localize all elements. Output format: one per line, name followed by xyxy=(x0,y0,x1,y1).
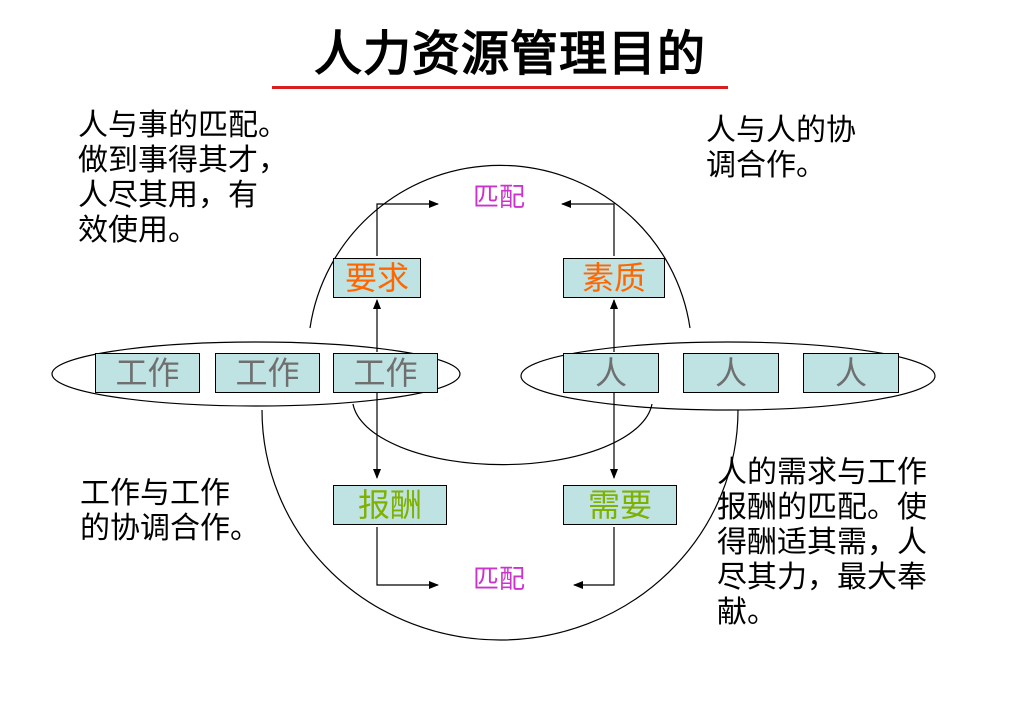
note-person-job-match: 人与事的匹配。 做到事得其才， 人尽其用，有 效使用。 xyxy=(78,108,288,248)
match-label-bottom: 匹配 xyxy=(473,565,526,595)
quality-box: 素质 xyxy=(563,258,665,298)
title-underline xyxy=(272,86,728,89)
person-box-3: 人 xyxy=(803,353,899,393)
need-box: 需要 xyxy=(563,485,677,525)
person-box-1: 人 xyxy=(563,353,659,393)
arrow-requirement-to-match xyxy=(376,200,439,256)
inner-connecting-arc xyxy=(352,403,653,466)
top-circle-outline xyxy=(309,164,691,329)
work-group-ellipse xyxy=(51,341,461,407)
note-person-person-cooperation: 人与人的协 调合作。 xyxy=(706,113,856,183)
arrow-quality-to-match xyxy=(561,200,615,256)
work-box-3: 工作 xyxy=(333,353,438,393)
arrow-need-to-match xyxy=(573,527,615,589)
arrow-reward-to-match xyxy=(376,527,439,589)
people-group-ellipse xyxy=(520,341,936,411)
person-box-2: 人 xyxy=(683,353,779,393)
work-box-1: 工作 xyxy=(95,353,200,393)
note-need-reward-match: 人的需求与工作 报酬的匹配。使 得酬适其需，人 尽其力，最大奉 献。 xyxy=(717,455,927,630)
note-job-job-cooperation: 工作与工作 的协调合作。 xyxy=(80,476,260,546)
match-label-top: 匹配 xyxy=(473,183,526,213)
reward-box: 报酬 xyxy=(333,485,447,525)
requirement-box: 要求 xyxy=(333,258,421,298)
page-title: 人力资源管理目的 xyxy=(313,26,706,82)
work-box-2: 工作 xyxy=(215,353,320,393)
bottom-circle-outline xyxy=(261,409,739,641)
